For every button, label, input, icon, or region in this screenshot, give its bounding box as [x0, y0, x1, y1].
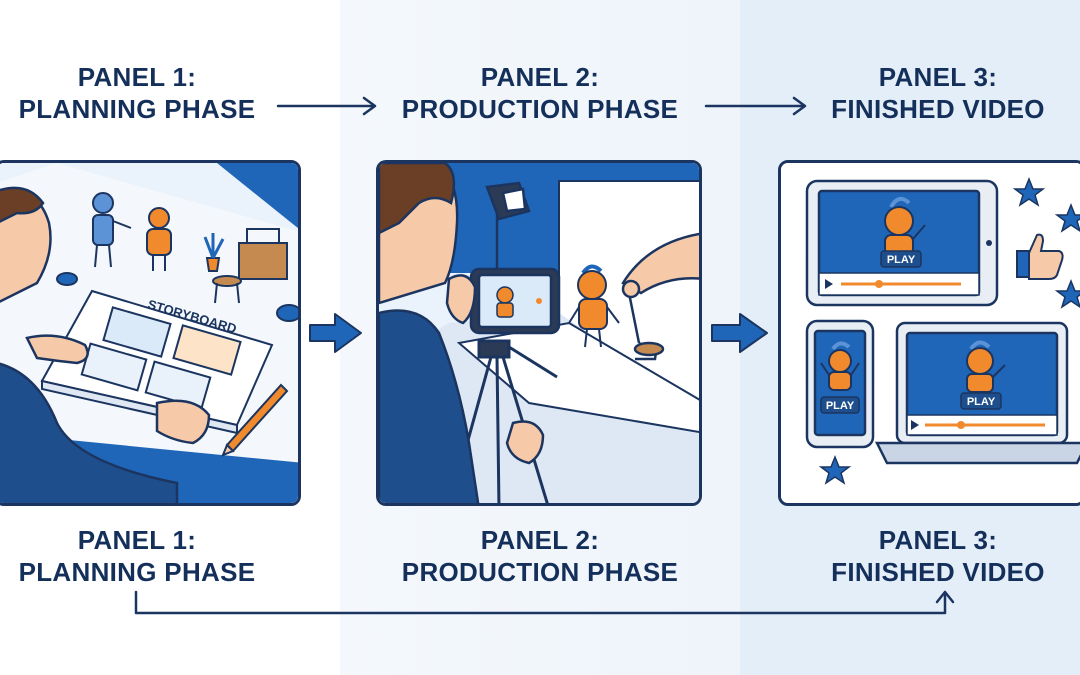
top-title-panel1-line2: PLANNING PHASE — [18, 94, 256, 124]
play-label-phone: PLAY — [826, 400, 855, 412]
top-title-panel2-line1: PANEL 2: — [480, 62, 600, 92]
top-title-panel1-line1: PANEL 1: — [77, 62, 197, 92]
top-arrow-2 — [704, 96, 807, 116]
stool-icon — [212, 275, 242, 304]
bottom-title-panel3-line1: PANEL 3: — [878, 525, 998, 555]
thumbs-up-icon — [1016, 233, 1064, 280]
top-title-panel3-line2: FINISHED VIDEO — [831, 94, 1045, 124]
play-button-phone[interactable] — [820, 396, 860, 414]
play-button-laptop[interactable] — [960, 392, 1002, 410]
play-label-laptop: PLAY — [967, 396, 996, 408]
middle-arrow-1 — [309, 313, 362, 353]
phone-device: PLAY — [805, 319, 875, 449]
top-title-panel3-line1: PANEL 3: — [878, 62, 998, 92]
clay-blob-icon — [56, 272, 298, 322]
bottom-title-panel1-line2: PLANNING PHASE — [18, 557, 256, 587]
panel2-illustration — [376, 160, 702, 506]
bottom-title-panel3-line2: FINISHED VIDEO — [831, 557, 1045, 587]
star-icon — [1054, 202, 1080, 233]
middle-arrow-2 — [711, 313, 768, 353]
laptop-device: PLAY — [874, 321, 1080, 465]
play-button-tablet[interactable] — [880, 250, 922, 268]
bottom-title-panel1-line1: PANEL 1: — [77, 525, 197, 555]
top-arrow-1 — [276, 96, 377, 116]
bottom-title-panel3: PANEL 3: FINISHED VIDEO — [788, 524, 1080, 588]
tablet-device: PLAY — [805, 179, 999, 307]
blue-figurine-icon — [92, 192, 132, 268]
plant-icon — [203, 233, 225, 272]
pencil-icon — [221, 383, 289, 457]
panel3-illustration: PLAY PLAY — [778, 160, 1080, 506]
planning-scene: STORYBOARD — [0, 163, 298, 503]
toolbox-icon — [238, 228, 288, 280]
bottom-title-panel2: PANEL 2: PRODUCTION PHASE — [390, 524, 690, 588]
hand-icon — [621, 232, 699, 361]
camera-phone-icon — [469, 267, 561, 335]
person-icon — [0, 186, 211, 503]
star-icon — [1054, 278, 1080, 309]
star-icon — [818, 454, 852, 485]
top-title-panel2: PANEL 2: PRODUCTION PHASE — [390, 61, 690, 125]
production-scene — [379, 163, 699, 503]
top-title-panel3: PANEL 3: FINISHED VIDEO — [788, 61, 1080, 125]
top-title-panel1: PANEL 1: PLANNING PHASE — [0, 61, 287, 125]
person-icon — [379, 163, 545, 503]
orange-figurine-icon — [146, 207, 172, 271]
star-icon — [1012, 176, 1046, 207]
play-label-tablet: PLAY — [887, 254, 916, 266]
top-title-panel2-line2: PRODUCTION PHASE — [401, 94, 679, 124]
bottom-title-panel2-line1: PANEL 2: — [480, 525, 600, 555]
bottom-connector-arrow — [134, 590, 955, 615]
finished-video-scene: PLAY PLAY — [781, 163, 1080, 503]
bottom-title-panel1: PANEL 1: PLANNING PHASE — [0, 524, 287, 588]
panel1-illustration: STORYBOARD — [0, 160, 301, 506]
bottom-title-panel2-line2: PRODUCTION PHASE — [401, 557, 679, 587]
orange-figurine-icon — [568, 264, 620, 348]
